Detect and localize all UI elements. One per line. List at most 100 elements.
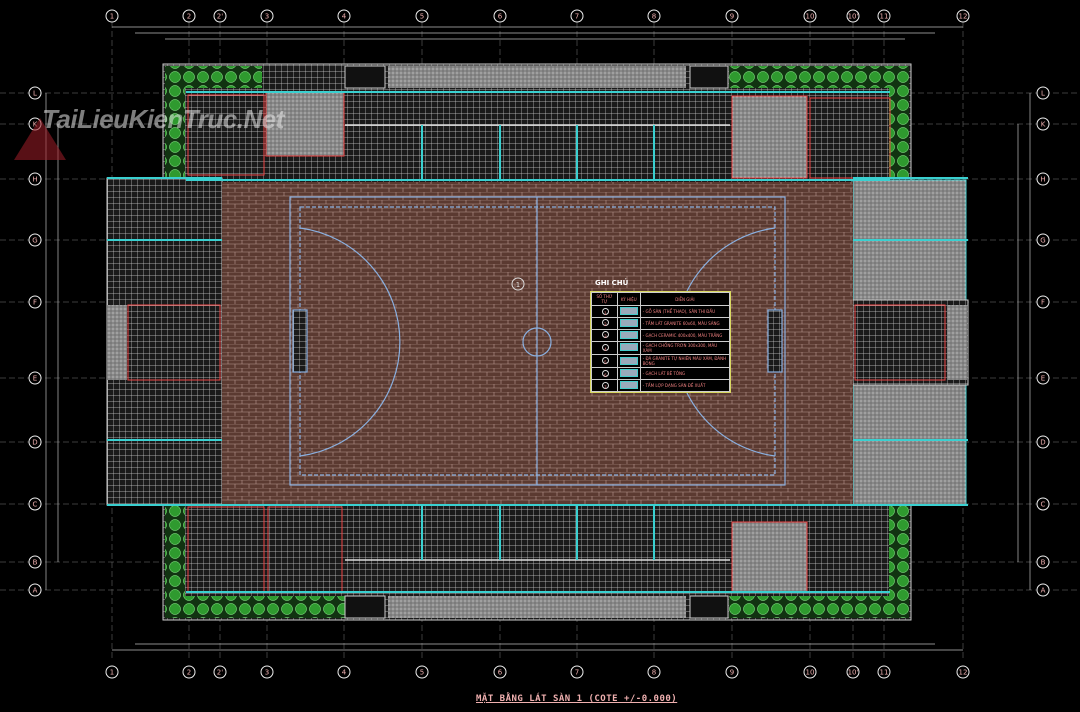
row-axis-bubble-left-label: H <box>32 176 37 184</box>
column-axis-bubble-bottom: 6 <box>493 665 507 679</box>
legend-header-no: SỐ THỨ TỰ <box>591 291 618 307</box>
row-axis-bubble-right-label: G <box>1040 237 1045 245</box>
column-axis-bubble-bottom: 7 <box>570 665 584 679</box>
building <box>106 63 969 621</box>
column-axis-bubble-bottom-label: 6 <box>498 669 503 677</box>
legend-number-marker <box>602 369 610 377</box>
column-axis-bubble-top: 3 <box>260 9 274 23</box>
column-axis-bubble-bottom-label: 4 <box>342 669 347 677</box>
column-axis-bubble-top-label: 12 <box>959 13 968 21</box>
column-axis-bubble-bottom: 9 <box>725 665 739 679</box>
row-axis-bubble-right-label: F <box>1041 299 1045 307</box>
column-axis-bubble-top-label: 1 <box>110 13 114 21</box>
column-axis-bubble-top: 2 <box>182 9 196 23</box>
row-axis-bubble-right: B <box>1036 555 1050 569</box>
column-axis-bubble-top-label: 11 <box>880 13 889 21</box>
column-axis-bubble-top: 9 <box>725 9 739 23</box>
row-axis-bubble-left: F <box>28 295 42 309</box>
row-axis-bubble-right-label: A <box>1041 587 1046 595</box>
legend-number: 3 <box>604 334 607 340</box>
watermark: TaiLieuKienTruc.Net <box>42 104 284 134</box>
column-axis-bubble-top: 10 <box>803 9 817 23</box>
column-axis-bubble-bottom: 2 <box>182 665 196 679</box>
planter <box>165 66 185 178</box>
row-axis-bubble-left: L <box>28 86 42 100</box>
legend-number-marker <box>602 331 610 339</box>
row-axis-bubble-right-label: C <box>1041 501 1046 509</box>
column-axis-bubble-top-label: 8 <box>652 13 656 21</box>
legend-number: 5 <box>604 360 607 366</box>
legend-number-marker <box>602 381 610 389</box>
row-axis-bubble-left: B <box>28 555 42 569</box>
legend-row: 1- GỖ SÀN (THỂ THAO), SÂN THI ĐẤU <box>591 305 731 319</box>
column-axis-bubble-top: 7 <box>570 9 584 23</box>
column-axis-bubble-bottom: 4 <box>337 665 351 679</box>
column-axis-bubble-top-label: 4 <box>342 13 347 21</box>
legend-header-desc: DIỄN GIẢI <box>639 291 731 307</box>
column-axis-bubble-bottom-label: 10 <box>806 669 815 677</box>
row-axis-bubble-left-label: B <box>33 559 38 567</box>
row-axis-bubble-right: L <box>1036 86 1050 100</box>
legend-number-marker <box>602 343 610 351</box>
legend-title: GHI CHÚ <box>595 279 629 287</box>
column-axis-bubble-bottom-label: 12 <box>959 669 968 677</box>
column-axis-bubble-bottom: 1 <box>105 665 119 679</box>
legend-number: 1 <box>604 310 607 316</box>
legend-desc: - GẠCH CHỐNG TRƠN 300x300, MÀU XÁM <box>639 340 731 355</box>
column-axis-bubble-bottom: 5 <box>415 665 429 679</box>
legend-swatch-icon <box>619 318 638 327</box>
court-label-marker <box>511 277 525 291</box>
row-axis-bubble-right: G <box>1036 233 1050 247</box>
planter <box>729 596 909 618</box>
column-axis-bubble-top: 12 <box>956 9 970 23</box>
column-axis-bubble-top-label: 2 <box>187 13 191 21</box>
court-markings <box>289 196 786 486</box>
row-axis-bubble-left-label: E <box>33 375 37 383</box>
row-axis-bubble-right-label: D <box>1040 439 1045 447</box>
column-axis-bubble-bottom-label: 2 <box>187 669 191 677</box>
column-axis-bubble-top: 4 <box>337 9 351 23</box>
row-axis-bubble-left: G <box>28 233 42 247</box>
column-axis-bubble-bottom: 12 <box>956 665 970 679</box>
legend-row: 6 - GẠCH LÁT BÊ TÔNG <box>591 367 731 381</box>
planter <box>889 506 909 618</box>
column-axis-bubble-top-label: 5 <box>420 13 424 21</box>
row-axis-bubble-left: H <box>28 172 42 186</box>
legend-desc: - GẠCH CERAMIC 400x400, MÀU TRẮNG <box>639 328 731 342</box>
planter <box>165 506 185 618</box>
row-axis-bubble-left-label: C <box>33 501 38 509</box>
column-axis-bubble-top-label: 6 <box>498 13 503 21</box>
legend-row: 5 - ĐÁ GRANITE TỰ NHIÊN MÀU XÁM, ĐÁNH BÓN… <box>591 353 731 369</box>
row-axis-bubble-right-label: L <box>1041 90 1045 98</box>
row-axis-bubble-right: H <box>1036 172 1050 186</box>
row-axis-bubble-right: F <box>1036 295 1050 309</box>
column-axis-bubble-bottom: 2' <box>213 665 227 679</box>
column-axis-bubble-top: 10' <box>846 9 860 23</box>
legend-swatch-icon <box>619 356 638 365</box>
legend-number-marker <box>602 357 610 365</box>
watermark-logo-icon <box>14 118 66 160</box>
legend-desc: - GẠCH LÁT BÊ TÔNG <box>639 367 731 381</box>
column-axis-bubble-top-label: 2' <box>217 13 223 21</box>
legend-desc: - TẤM LỢP DẠNG SÀN ĐỀ XUẤT <box>639 379 731 392</box>
row-axis-bubble-left: A <box>28 583 42 597</box>
legend-row: 4- GẠCH CHỐNG TRƠN 300x300, MÀU XÁM <box>591 340 731 355</box>
column-axis-bubble-bottom-label: 9 <box>730 669 734 677</box>
legend-swatch-icon <box>619 307 638 316</box>
legend-number: 6 <box>604 372 607 378</box>
legend-desc: - ĐÁ GRANITE TỰ NHIÊN MÀU XÁM, ĐÁNH BÓNG <box>639 353 731 369</box>
legend-number: 7 <box>604 384 607 390</box>
row-axis-bubble-right: K <box>1036 117 1050 131</box>
row-axis-bubble-left-label: F <box>33 299 37 307</box>
legend-number-marker <box>602 319 610 327</box>
planter <box>165 66 262 88</box>
row-axis-bubble-left: E <box>28 371 42 385</box>
legend-row: 7 - TẤM LỢP DẠNG SÀN ĐỀ XUẤT <box>591 379 731 392</box>
column-axis-bubble-top: 8 <box>647 9 661 23</box>
column-axis-bubble-bottom: 3 <box>260 665 274 679</box>
legend-swatch-icon <box>619 330 638 339</box>
row-axis-bubble-left-label: G <box>32 237 37 245</box>
legend-number: 2 <box>604 322 607 328</box>
row-axis-bubble-left-label: D <box>32 439 37 447</box>
row-axis-bubble-left-label: A <box>33 587 38 595</box>
